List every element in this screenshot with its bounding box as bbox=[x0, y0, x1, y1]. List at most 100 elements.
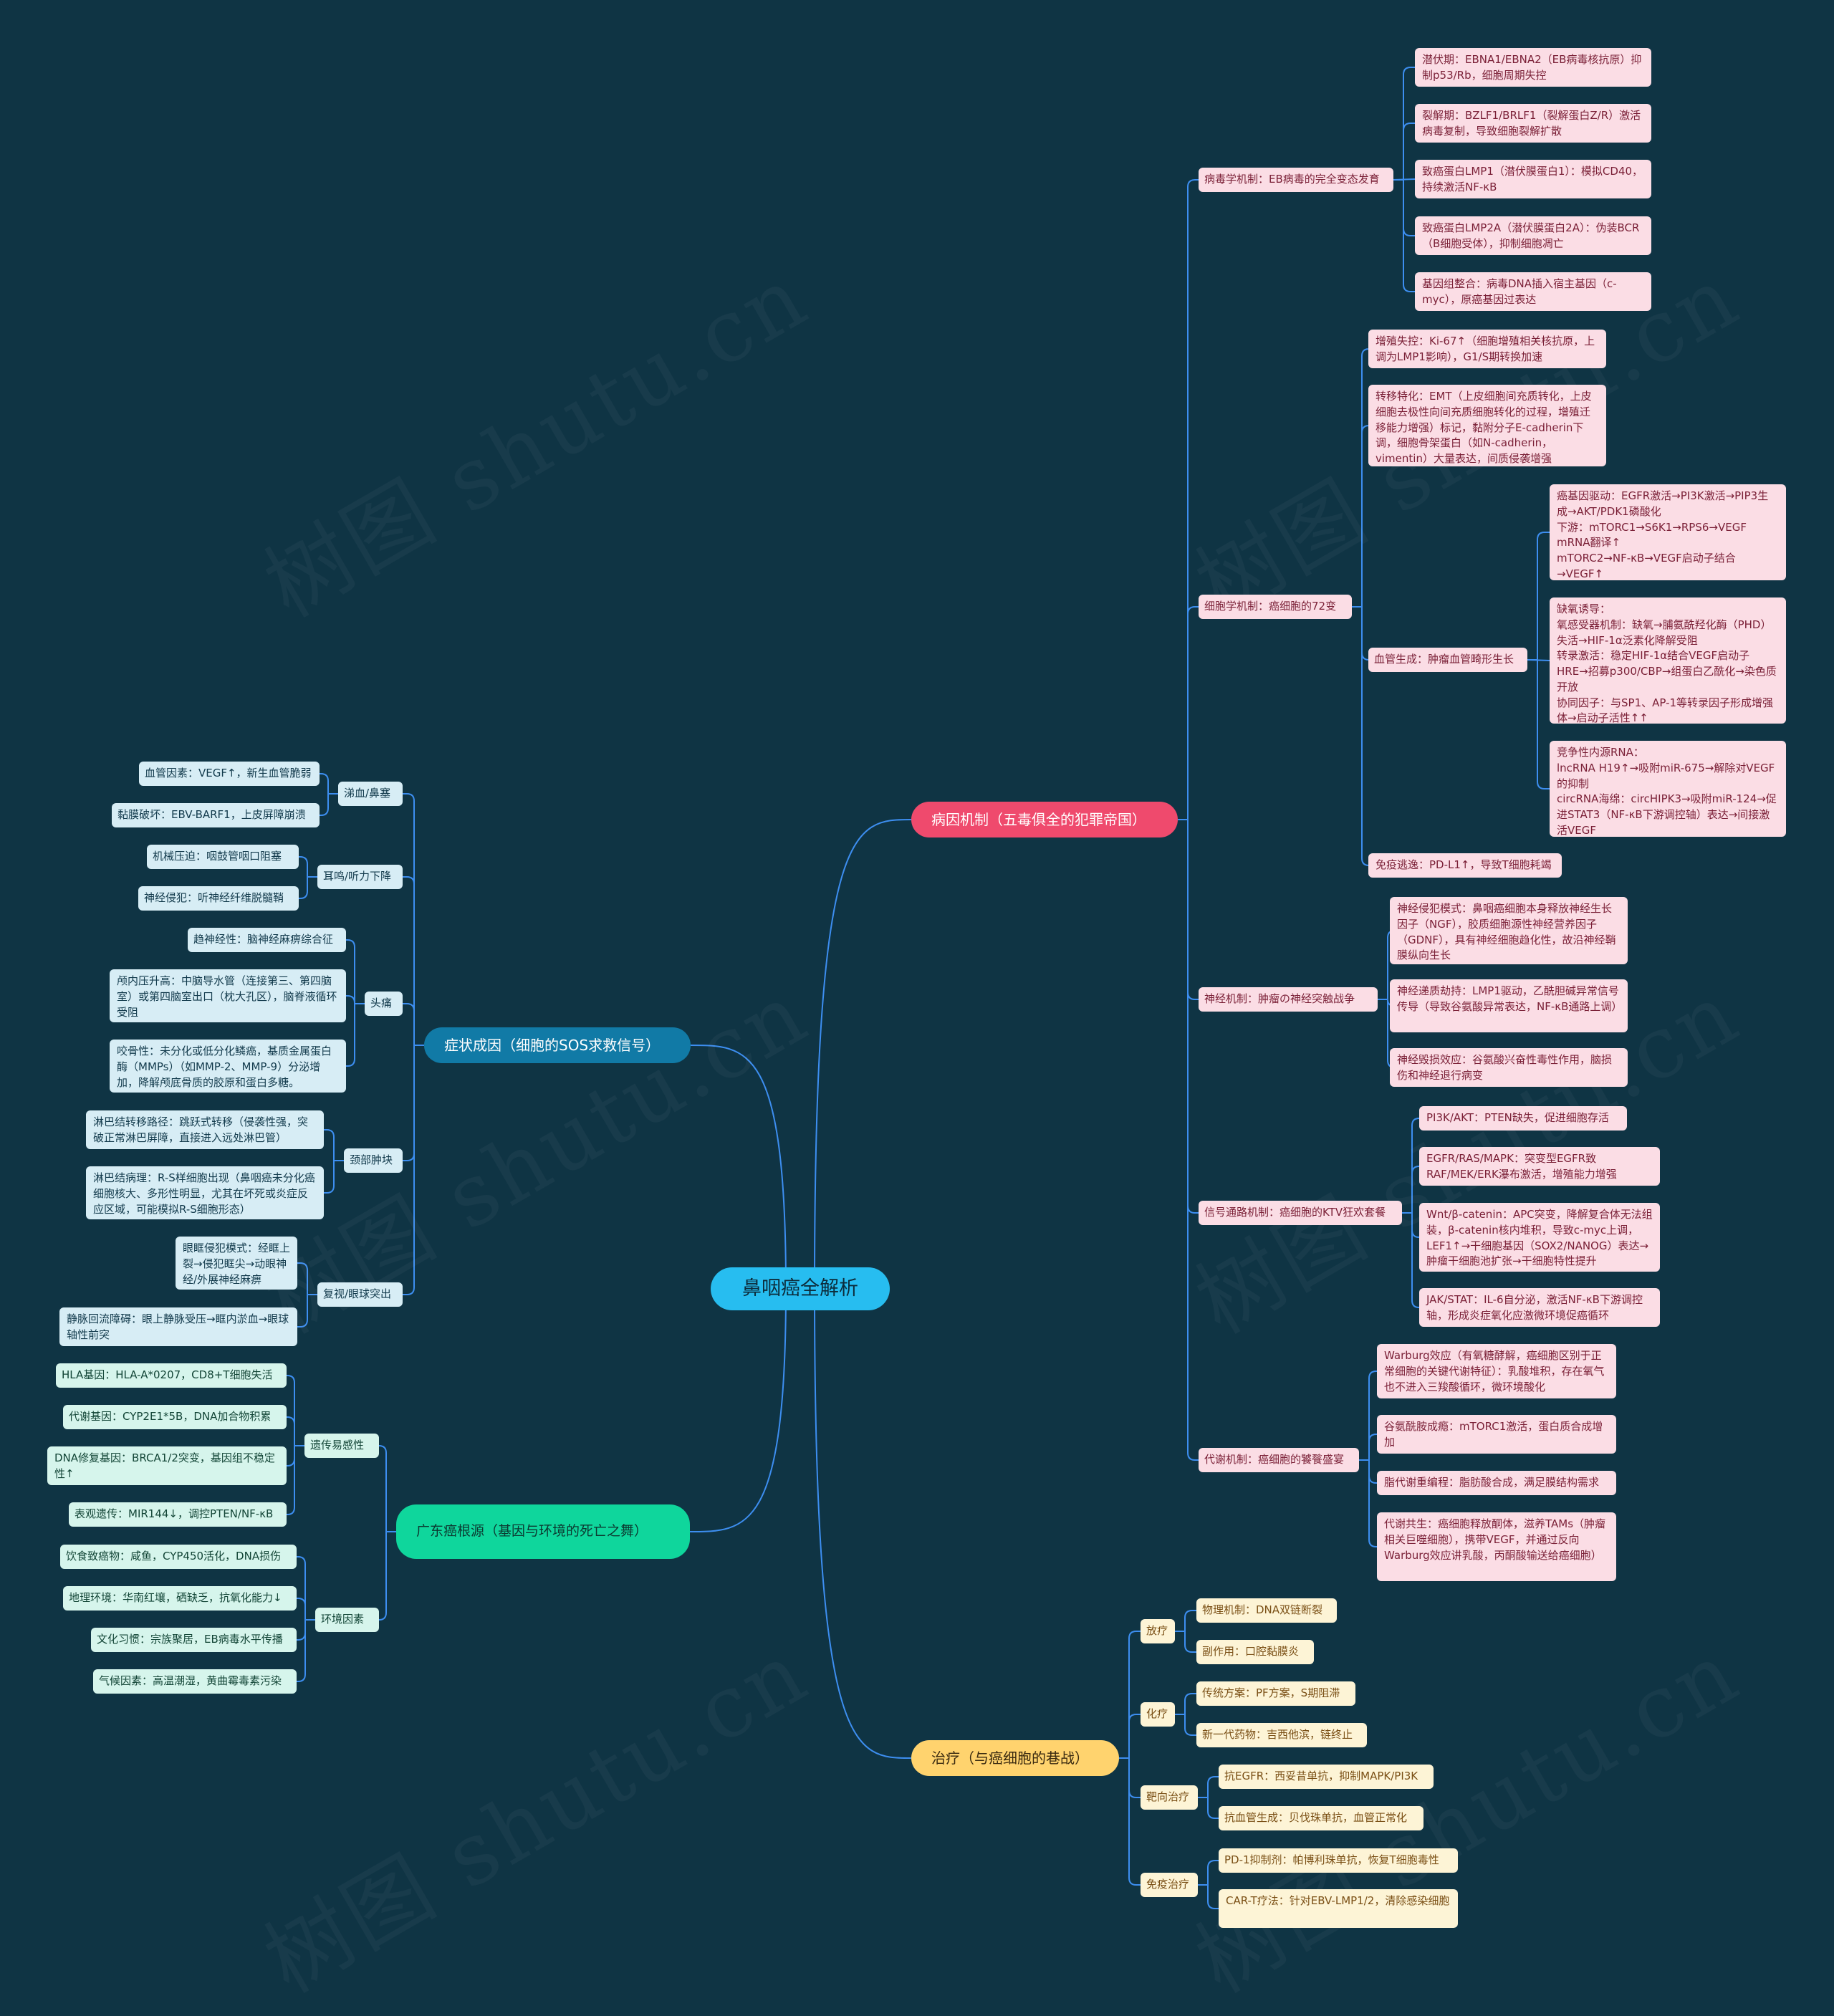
sub-virology[interactable]: 病毒学机制：EB病毒的完全变态发育 bbox=[1199, 168, 1393, 192]
sub-angiogenesis[interactable]: 血管生成：肿瘤血管畸形生长 bbox=[1368, 648, 1527, 672]
branch-origin[interactable]: 广东癌根源（基因与环境的死亡之舞） bbox=[396, 1504, 690, 1559]
sub-cytology[interactable]: 细胞学机制：癌细胞的72变 bbox=[1199, 595, 1352, 619]
leaf-metabolic-3[interactable]: 脂代谢重编程：脂肪酸合成，满足膜结构需求 bbox=[1377, 1471, 1616, 1495]
leaf-genetic-3[interactable]: DNA修复基因：BRCA1/2突变，基因组不稳定性↑ bbox=[47, 1446, 287, 1485]
connector bbox=[1393, 123, 1415, 181]
leaf-headache-3[interactable]: 咬骨性：未分化或低分化鳞癌，基质金属蛋白酶（MMPs）（如MMP-2、MMP-9… bbox=[110, 1040, 346, 1093]
leaf-chemotherapy-2[interactable]: 新一代药物：吉西他滨，链终止 bbox=[1196, 1723, 1367, 1747]
leaf-headache-1[interactable]: 趋神经性：脑神经麻痹综合征 bbox=[188, 928, 346, 952]
leaf-virology-4[interactable]: 致癌蛋白LMP2A（潜伏膜蛋白2A）：伪装BCR（B细胞受体），抑制细胞凋亡 bbox=[1415, 216, 1651, 255]
leaf-neural-1[interactable]: 神经侵犯模式：鼻咽癌细胞本身释放神经生长因子（NGF），胶质细胞源性神经营养因子… bbox=[1390, 897, 1628, 964]
leaf-cytology-metastasis[interactable]: 转移特化：EMT（上皮细胞间充质转化，上皮细胞去极性向间充质细胞转化的过程，增殖… bbox=[1368, 385, 1606, 466]
leaf-virology-3[interactable]: 致癌蛋白LMP1（潜伏膜蛋白1）：模拟CD40，持续激活NF-κB bbox=[1415, 160, 1651, 198]
leaf-metabolic-2[interactable]: 谷氨酰胺成瘾：mTORC1激活，蛋白质合成增加 bbox=[1377, 1415, 1616, 1454]
leaf-virology-2[interactable]: 裂解期：BZLF1/BRLF1（裂解蛋白Z/R）激活病毒复制，导致细胞裂解扩散 bbox=[1415, 104, 1651, 143]
connector bbox=[1359, 1459, 1377, 1547]
connector bbox=[1175, 1631, 1196, 1653]
connector bbox=[1175, 1610, 1196, 1632]
connector bbox=[299, 876, 317, 899]
leaf-radiotherapy-1[interactable]: 物理机制：DNA双链断裂 bbox=[1196, 1598, 1337, 1623]
leaf-epistaxis-2[interactable]: 黏膜破坏：EBV-BARF1，上皮屏障崩溃 bbox=[112, 803, 320, 827]
leaf-tinnitus-2[interactable]: 神经侵犯：听神经纤维脱髓鞘 bbox=[138, 886, 299, 911]
sub-environmental-factors[interactable]: 环境因素 bbox=[315, 1608, 379, 1632]
connector bbox=[287, 1445, 304, 1467]
connector bbox=[1402, 1212, 1420, 1308]
connector bbox=[378, 1445, 396, 1532]
leaf-signaling-3[interactable]: Wnt/β-catenin：APC突变，降解复合体无法组装，β-catenin核… bbox=[1419, 1203, 1660, 1272]
connector bbox=[1178, 179, 1199, 820]
leaf-genetic-4[interactable]: 表观遗传：MIR144↓，调控PTEN/NF-κB bbox=[69, 1502, 287, 1527]
sub-targeted-therapy[interactable]: 靶向治疗 bbox=[1141, 1785, 1198, 1810]
branch-pathogenesis[interactable]: 病因机制（五毒俱全的犯罪帝国） bbox=[911, 802, 1178, 837]
leaf-angio-oncogene[interactable]: 癌基因驱动：EGFR激活→PI3K激活→PIP3生成→AKT/PDK1磷酸化 下… bbox=[1550, 484, 1786, 580]
sub-chemotherapy[interactable]: 化疗 bbox=[1141, 1702, 1175, 1727]
leaf-signaling-2[interactable]: EGFR/RAS/MAPK：突变型EGFR致RAF/MEK/ERK瀑布激活，增殖… bbox=[1419, 1147, 1660, 1186]
leaf-virology-5[interactable]: 基因组整合：病毒DNA插入宿主基因（c-myc），原癌基因过表达 bbox=[1415, 272, 1651, 311]
branch-symptoms[interactable]: 症状成因（细胞的SOS求救信号） bbox=[424, 1027, 691, 1063]
leaf-cytology-proliferation[interactable]: 增殖失控：Ki-67↑（细胞增殖相关核抗原，上调为LMP1影响），G1/S期转换… bbox=[1368, 330, 1606, 368]
leaf-genetic-2[interactable]: 代谢基因：CYP2E1*5B，DNA加合物积累 bbox=[63, 1405, 287, 1429]
leaf-environmental-4[interactable]: 气候因素：高温潮湿，黄曲霉毒素污染 bbox=[93, 1669, 297, 1694]
connector bbox=[1352, 606, 1370, 661]
leaf-chemotherapy-1[interactable]: 传统方案：PF方案，S期阻滞 bbox=[1196, 1681, 1355, 1706]
leaf-neck-mass-2[interactable]: 淋巴结病理：R-S样细胞出现（鼻咽癌未分化癌细胞核大、多形性明显，尤其在坏死或炎… bbox=[86, 1166, 324, 1219]
connector bbox=[1527, 659, 1550, 789]
sub-neck-mass[interactable]: 颈部肿块 bbox=[344, 1148, 403, 1173]
root-topic[interactable]: 鼻咽癌全解析 bbox=[711, 1267, 890, 1310]
root-connector bbox=[689, 1288, 787, 1532]
leaf-radiotherapy-2[interactable]: 副作用：口腔黏膜炎 bbox=[1196, 1640, 1314, 1664]
leaf-neck-mass-1[interactable]: 淋巴结转移路径：跳跃式转移（侵袭性强，突破正常淋巴屏障，直接进入远处淋巴管） bbox=[86, 1110, 324, 1149]
root-connector bbox=[814, 819, 912, 1290]
connector bbox=[1119, 1714, 1141, 1759]
connector bbox=[324, 1160, 344, 1194]
leaf-neural-2[interactable]: 神经递质劫持：LMP1驱动，乙酰胆碱异常信号传导（导致谷氨酸异常表达，NF-κB… bbox=[1390, 979, 1628, 1032]
leaf-genetic-1[interactable]: HLA基因：HLA-A*0207，CD8+T细胞失活 bbox=[56, 1363, 287, 1388]
leaf-angio-cerna[interactable]: 竞争性内源RNA： lncRNA H19↑→吸附miR-675→解除对VEGF的… bbox=[1550, 741, 1786, 837]
sub-genetic-susceptibility[interactable]: 遗传易感性 bbox=[304, 1434, 379, 1458]
leaf-diplopia-2[interactable]: 静脉回流障碍：眼上静脉受压→眶内淤血→眼球轴性前突 bbox=[59, 1307, 297, 1346]
leaf-virology-1[interactable]: 潜伏期：EBNA1/EBNA2（EB病毒核抗原）抑制p53/Rb，细胞周期失控 bbox=[1415, 48, 1651, 87]
sub-metabolic[interactable]: 代谢机制：癌细胞的饕餮盛宴 bbox=[1199, 1448, 1359, 1472]
connector bbox=[1359, 1434, 1377, 1461]
connector bbox=[403, 876, 424, 1046]
leaf-signaling-4[interactable]: JAK/STAT：IL-6自分泌，激活NF-κB下游调控轴，形成炎症氧化应激微环… bbox=[1419, 1288, 1660, 1327]
sub-diplopia[interactable]: 复视/眼球突出 bbox=[317, 1282, 403, 1307]
leaf-environmental-2[interactable]: 地理环境：华南红壤，硒缺乏，抗氧化能力↓ bbox=[63, 1586, 297, 1611]
sub-epistaxis[interactable]: 涕血/鼻塞 bbox=[338, 782, 403, 806]
leaf-neural-3[interactable]: 神经毁损效应：谷氨酸兴奋性毒性作用，脑损伤和神经退行病变 bbox=[1390, 1048, 1628, 1087]
connector bbox=[297, 1556, 315, 1621]
connector bbox=[320, 793, 338, 816]
leaf-angio-hypoxia[interactable]: 缺氧诱导： 氧感受器机制：缺氧→脯氨酰羟化酶（PHD）失活→HIF-1α泛素化降… bbox=[1550, 597, 1786, 724]
sub-immunotherapy[interactable]: 免疫治疗 bbox=[1141, 1873, 1198, 1897]
leaf-headache-2[interactable]: 颅内压升高：中脑导水管（连接第三、第四脑室）或第四脑室出口（枕大孔区），脑脊液循… bbox=[110, 969, 346, 1022]
leaf-epistaxis-1[interactable]: 血管因素：VEGF↑，新生血管脆弱 bbox=[139, 762, 320, 786]
connector bbox=[1527, 532, 1550, 661]
branch-treatment[interactable]: 治疗（与癌细胞的巷战） bbox=[911, 1740, 1119, 1776]
connector bbox=[297, 1619, 315, 1682]
connector bbox=[297, 1262, 317, 1295]
leaf-signaling-1[interactable]: PI3K/AKT：PTEN缺失，促进细胞存活 bbox=[1419, 1106, 1627, 1131]
connector bbox=[324, 1129, 344, 1161]
sub-neural[interactable]: 神经机制：肿瘤の神经突触战争 bbox=[1199, 987, 1378, 1012]
connector bbox=[1393, 67, 1415, 181]
sub-headache[interactable]: 头痛 bbox=[365, 992, 403, 1016]
sub-radiotherapy[interactable]: 放疗 bbox=[1141, 1619, 1175, 1643]
leaf-targeted-1[interactable]: 抗EGFR：西妥昔单抗，抑制MAPK/PI3K bbox=[1219, 1765, 1434, 1789]
leaf-environmental-1[interactable]: 饮食致癌物：咸鱼，CYP450活化，DNA损伤 bbox=[60, 1545, 297, 1569]
sub-signaling[interactable]: 信号通路机制：癌细胞的KTV狂欢套餐 bbox=[1199, 1201, 1402, 1225]
leaf-cytology-immune-escape[interactable]: 免疫逃逸：PD-L1↑，导致T细胞耗竭 bbox=[1368, 853, 1562, 878]
leaf-metabolic-4[interactable]: 代谢共生：癌细胞释放酮体，滋养TAMs（肿瘤相关巨噬细胞），携带VEGF，并通过… bbox=[1377, 1512, 1616, 1581]
sub-tinnitus[interactable]: 耳鸣/听力下降 bbox=[317, 865, 403, 889]
leaf-environmental-3[interactable]: 文化习惯：宗族聚居，EB病毒水平传播 bbox=[91, 1628, 297, 1652]
leaf-metabolic-1[interactable]: Warburg效应（有氧糖酵解，癌细胞区别于正常细胞的关键代谢特征）：乳酸堆积，… bbox=[1377, 1344, 1616, 1398]
connector bbox=[403, 793, 424, 1046]
connector bbox=[299, 856, 317, 878]
connector bbox=[346, 1003, 365, 1067]
leaf-immunotherapy-2[interactable]: CAR-T疗法：针对EBV-LMP1/2，清除感染细胞 bbox=[1219, 1889, 1458, 1928]
root-connector bbox=[814, 1288, 912, 1759]
leaf-diplopia-1[interactable]: 眼眶侵犯模式：经眶上裂→侵犯眶尖→动眼神经/外展神经麻痹 bbox=[176, 1237, 297, 1290]
leaf-targeted-2[interactable]: 抗血管生成：贝伐珠单抗，血管正常化 bbox=[1219, 1806, 1423, 1830]
connector bbox=[297, 1294, 317, 1328]
leaf-tinnitus-1[interactable]: 机械压迫：咽鼓管咽口阻塞 bbox=[147, 845, 299, 869]
leaf-immunotherapy-1[interactable]: PD-1抑制剂：帕博利珠单抗，恢复T细胞毒性 bbox=[1219, 1848, 1458, 1873]
